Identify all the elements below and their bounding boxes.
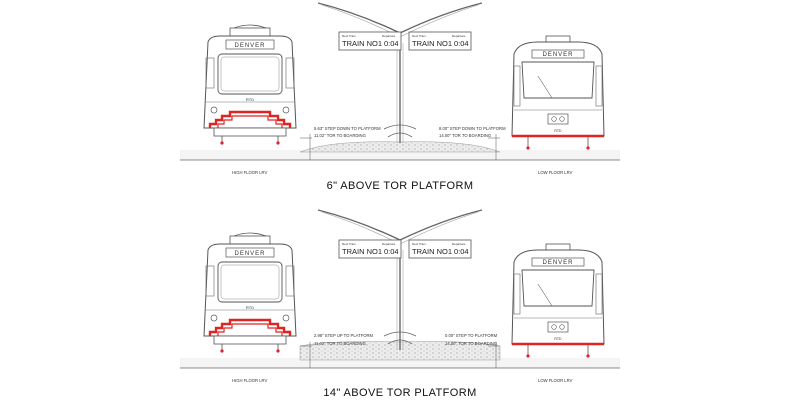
svg-text:0:04: 0:04 bbox=[454, 247, 469, 256]
svg-text:11.02" TOR TO BOARDING: 11.02" TOR TO BOARDING bbox=[314, 341, 366, 346]
svg-text:Next Train: Next Train bbox=[412, 34, 426, 38]
canopy bbox=[317, 209, 483, 351]
svg-text:0:04: 0:04 bbox=[384, 247, 399, 256]
svg-text:2.98" STEP UP TO PLATFORM: 2.98" STEP UP TO PLATFORM bbox=[314, 333, 374, 338]
right-dimension-notes-2: 0.00" STEP TO PLATFORM 14.00" TOR TO BOA… bbox=[445, 333, 500, 368]
svg-text:DENVER: DENVER bbox=[542, 52, 573, 58]
svg-text:Next Train: Next Train bbox=[342, 34, 356, 38]
high-floor-label-1: HIGH FLOOR LRV bbox=[232, 170, 267, 175]
svg-text:Departure: Departure bbox=[382, 242, 396, 246]
svg-text:8.00" STEP DOWN TO PLATFORM: 8.00" STEP DOWN TO PLATFORM bbox=[439, 126, 506, 131]
train-sign-left: Next Train Departure TRAIN NO1 0:04 bbox=[338, 31, 402, 51]
panel-1: Next Train Departure TRAIN NO1 0:04 Next… bbox=[180, 2, 620, 192]
svg-text:TRAIN NO1: TRAIN NO1 bbox=[342, 247, 382, 256]
svg-text:0.00" STEP TO PLATFORM: 0.00" STEP TO PLATFORM bbox=[445, 333, 498, 338]
high-floor-label-2: HIGH FLOOR LRV bbox=[232, 378, 267, 383]
svg-text:0:04: 0:04 bbox=[384, 39, 399, 48]
left-dimension-notes-2: 2.98" STEP UP TO PLATFORM 11.02" TOR TO … bbox=[300, 333, 374, 368]
ground-strip bbox=[180, 358, 620, 368]
low-floor-label-1: LOW FLOOR LRV bbox=[538, 170, 573, 175]
svg-text:Next Train: Next Train bbox=[412, 242, 426, 246]
svg-text:Departure: Departure bbox=[452, 242, 466, 246]
svg-text:0:04: 0:04 bbox=[454, 39, 469, 48]
svg-text:5.63" STEP DOWN TO PLATFORM: 5.63" STEP DOWN TO PLATFORM bbox=[314, 126, 381, 131]
panel-title-1: 6" ABOVE TOR PLATFORM bbox=[327, 180, 474, 192]
svg-text:DENVER: DENVER bbox=[234, 43, 265, 49]
svg-text:Departure: Departure bbox=[452, 34, 466, 38]
high-floor-lrv-2: DENVER RTD bbox=[202, 231, 298, 354]
low-floor-lrv-1: DENVER RTD bbox=[510, 34, 606, 151]
svg-text:11.02" TOR TO BOARDING: 11.02" TOR TO BOARDING bbox=[314, 133, 366, 138]
right-dimension-notes-1: 8.00" STEP DOWN TO PLATFORM 14.00" TOR T… bbox=[439, 126, 506, 160]
svg-text:DENVER: DENVER bbox=[542, 260, 573, 266]
svg-text:14.00" TOR TO BOARDING: 14.00" TOR TO BOARDING bbox=[439, 133, 491, 138]
svg-text:RTD: RTD bbox=[246, 305, 254, 310]
low-floor-label-2: LOW FLOOR LRV bbox=[538, 378, 573, 383]
panel-title-2: 14" ABOVE TOR PLATFORM bbox=[323, 387, 476, 399]
svg-text:Next Train: Next Train bbox=[342, 242, 356, 246]
svg-text:TRAIN NO1: TRAIN NO1 bbox=[342, 39, 382, 48]
low-floor-lrv-2: DENVER RTD bbox=[510, 242, 606, 359]
panel-2: Next Train Departure TRAIN NO1 0:04 Next… bbox=[180, 209, 620, 399]
svg-text:RTD: RTD bbox=[554, 337, 562, 341]
svg-text:TRAIN NO1: TRAIN NO1 bbox=[412, 39, 452, 48]
svg-text:TRAIN NO1: TRAIN NO1 bbox=[412, 247, 452, 256]
svg-text:DENVER: DENVER bbox=[234, 251, 265, 257]
platform-mound bbox=[299, 141, 501, 153]
svg-text:14.00" TOR TO BOARDING: 14.00" TOR TO BOARDING bbox=[445, 341, 497, 346]
train-sign-right: Next Train Departure TRAIN NO1 0:04 bbox=[408, 239, 472, 259]
left-dimension-notes-1: 5.63" STEP DOWN TO PLATFORM 11.02" TOR T… bbox=[300, 126, 381, 160]
train-sign-right: Next Train Departure TRAIN NO1 0:04 bbox=[408, 31, 472, 51]
canopy bbox=[317, 2, 483, 144]
svg-text:RTD: RTD bbox=[554, 129, 562, 133]
svg-text:Departure: Departure bbox=[382, 34, 396, 38]
train-sign-left: Next Train Departure TRAIN NO1 0:04 bbox=[338, 239, 402, 259]
svg-text:RTD: RTD bbox=[246, 97, 254, 102]
ground-strip bbox=[180, 150, 620, 160]
high-floor-lrv-1: DENVER RTD bbox=[202, 23, 298, 146]
